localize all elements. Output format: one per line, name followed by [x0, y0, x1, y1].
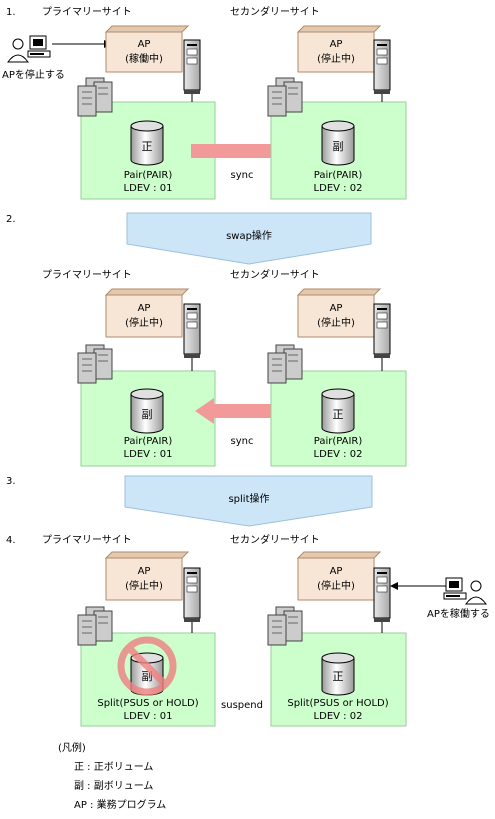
volume-cylinder-icon: 副 — [130, 388, 164, 434]
storage-rack-icon — [267, 344, 303, 384]
link-status: sync — [231, 436, 254, 447]
server-tower-icon — [373, 39, 391, 102]
operation-banner — [124, 475, 373, 527]
ldev-label: LDEV : 01 — [124, 449, 173, 460]
secondary-site-label: セカンダリーサイト — [230, 5, 320, 18]
prohibited-icon — [117, 636, 177, 696]
ldev-label: LDEV : 02 — [314, 183, 363, 194]
volume-glyph: 副 — [333, 140, 344, 153]
ap-status: (停止中) — [317, 579, 355, 592]
step-number: 1. — [6, 7, 16, 18]
client-pc-icon — [7, 35, 51, 63]
ldev-label: LDEV : 01 — [124, 183, 173, 194]
ap-status: (停止中) — [317, 52, 355, 65]
server-tower-icon — [183, 39, 201, 102]
ap-box: AP (停止中) — [296, 288, 382, 338]
legend-item: 副 : 副ボリューム — [74, 780, 153, 792]
server-tower-icon — [373, 303, 391, 371]
legend-title: (凡例) — [58, 741, 86, 754]
legend-item: AP : 業務プログラム — [74, 798, 166, 811]
ap-label: AP — [330, 39, 343, 50]
volume-cylinder-icon: 副 — [321, 120, 355, 166]
legend: (凡例) 正 : 正ボリューム 副 : 副ボリューム AP : 業務プログラム — [58, 741, 166, 811]
ap-box: AP (停止中) — [296, 551, 382, 601]
step-number: 3. — [6, 476, 16, 487]
primary-site-label: プライマリーサイト — [42, 534, 132, 546]
link-status: suspend — [221, 700, 263, 711]
client-caption: APを停止する — [2, 68, 65, 81]
volume-glyph: 正 — [333, 670, 344, 683]
ap-label: AP — [330, 566, 343, 577]
legend-item: 正 : 正ボリューム — [74, 761, 153, 773]
storage-rack-icon — [77, 344, 113, 384]
storage-rack-icon — [77, 606, 113, 646]
pair-status: Pair(PAIR) — [314, 170, 363, 181]
ap-status: (停止中) — [125, 579, 163, 592]
secondary-site-label: セカンダリーサイト — [230, 533, 320, 546]
client-pc-icon — [443, 577, 487, 605]
ap-label: AP — [330, 303, 343, 314]
volume-glyph: 副 — [142, 408, 153, 421]
volume-glyph: 副 — [142, 670, 153, 683]
step-2: 2. swap操作 プライマリーサイト セカンダリーサイト AP (停止中) — [6, 212, 407, 467]
ap-box: AP (稼働中) — [104, 25, 190, 73]
command-arrow — [390, 582, 446, 590]
ap-box: AP (停止中) — [104, 551, 190, 601]
step-number: 4. — [6, 535, 16, 546]
storage-rack-icon — [267, 606, 303, 646]
ap-status: (停止中) — [125, 316, 163, 329]
secondary-site-label: セカンダリーサイト — [230, 268, 320, 281]
storage-rack-icon — [267, 77, 303, 117]
ap-label: AP — [138, 39, 151, 50]
link-status: sync — [231, 170, 254, 181]
step-number: 2. — [6, 214, 16, 225]
storage-rack-icon — [77, 77, 113, 117]
pair-status: Split(PSUS or HOLD) — [287, 698, 388, 709]
primary-site-label: プライマリーサイト — [42, 6, 132, 18]
volume-cylinder-icon: 正 — [130, 120, 164, 166]
step-1: 1. プライマリーサイト セカンダリーサイト APを停止する AP (稼働中) — [2, 5, 407, 200]
volume-cylinder-icon: 正 — [321, 388, 355, 434]
server-tower-icon — [183, 303, 201, 371]
ap-box: AP (停止中) — [296, 25, 382, 73]
client-caption: APを稼働する — [427, 607, 490, 620]
pair-status: Pair(PAIR) — [124, 170, 173, 181]
operation-label: swap操作 — [226, 229, 272, 242]
ap-label: AP — [138, 566, 151, 577]
step-4: 4. プライマリーサイト セカンダリーサイト AP (停止中) — [6, 533, 490, 727]
pair-status: Pair(PAIR) — [124, 436, 173, 447]
ap-status: (稼働中) — [125, 52, 163, 65]
volume-cylinder-icon: 正 — [321, 652, 355, 696]
ap-status: (停止中) — [317, 316, 355, 329]
ldev-label: LDEV : 02 — [314, 711, 363, 722]
ap-label: AP — [138, 303, 151, 314]
volume-glyph: 正 — [142, 140, 153, 153]
ldev-label: LDEV : 01 — [124, 711, 173, 722]
ldev-label: LDEV : 02 — [314, 449, 363, 460]
operation-label: split操作 — [228, 492, 269, 505]
pair-status: Split(PSUS or HOLD) — [97, 698, 198, 709]
server-tower-icon — [183, 567, 201, 633]
server-tower-icon — [373, 567, 391, 633]
ap-box: AP (停止中) — [104, 288, 190, 338]
primary-site-label: プライマリーサイト — [42, 269, 132, 281]
command-arrow — [52, 40, 112, 48]
step-3: 3. split操作 — [6, 475, 373, 527]
operation-banner — [126, 212, 372, 265]
volume-glyph: 正 — [333, 408, 344, 421]
pair-status: Pair(PAIR) — [314, 436, 363, 447]
